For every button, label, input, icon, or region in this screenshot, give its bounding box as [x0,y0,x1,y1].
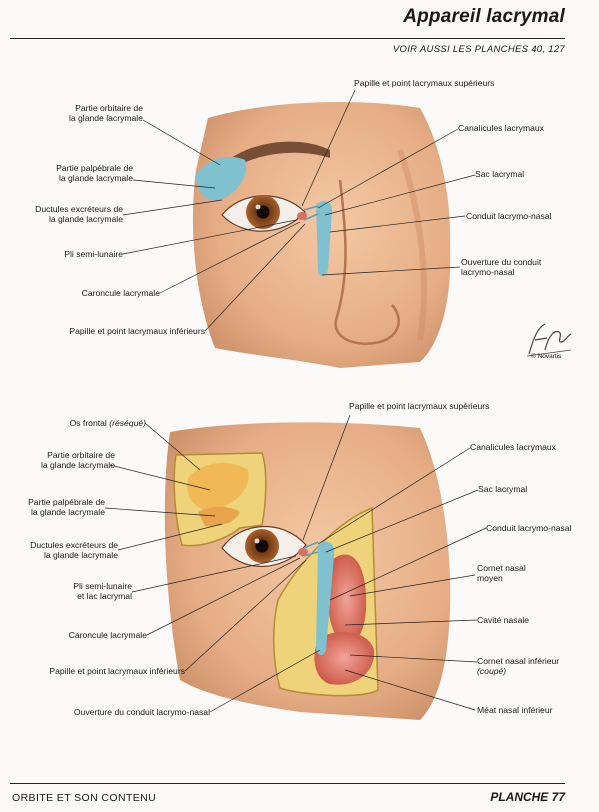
label-bot-caroncule: Caroncule lacrymale [68,630,147,640]
label-line: la glande lacrymale [30,507,105,518]
label-line: Partie palpébrale de [56,163,133,173]
label-bot-papille-inf: Papille et point lacrymaux inférieurs [49,666,185,676]
label-bot-meat: Méat nasal inférieur [477,705,553,715]
label-bot-conduit: Conduit lacrymo-nasal [486,523,572,533]
top-lacrimal-gland [196,156,247,201]
label-line: Ductules excréteurs de [30,540,118,550]
label-bot-canalicules: Canalicules lacrymaux [470,442,556,452]
label-line: Ouverture du conduit [461,257,542,267]
top-caruncle [297,212,307,220]
label-line: Partie palpébrale de [28,497,105,507]
label-top-conduit: Conduit lacrymo-nasal [466,211,552,221]
bottom-inferior-concha [314,631,375,685]
bottom-nasolacrimal-duct [316,541,335,656]
label-line: Cornet nasal inférieur [477,656,560,666]
copyright-note: © Novartis [531,353,562,360]
bottom-leader-lines [104,414,487,713]
label-line: Partie orbitaire de [75,103,143,113]
label-top-canalicules: Canalicules lacrymaux [458,123,544,133]
label-bot-os-frontal: Os frontal (réséqué) [70,418,146,428]
label-line: Ductules excréteurs de [35,204,123,214]
label-note: (coupé) [477,666,507,677]
artist-signature [526,323,572,357]
bottom-lacrimal-gland-palpebral [198,506,240,527]
label-line: Partie orbitaire de [47,450,115,460]
page-title: Appareil lacrymal [403,6,565,27]
label-bot-papille-sup: Papille et point lacrymaux supérieurs [349,401,490,411]
see-also-note: VOIR AUSSI LES PLANCHES 40, 127 [392,44,565,55]
top-lacrimal-sac [316,200,332,276]
bottom-middle-concha [327,554,367,644]
label-line: lacrymo-nasal [461,267,515,278]
footer-section: ORBITE ET SON CONTENU [12,792,157,804]
label-bot-ouverture: Ouverture du conduit lacrymo-nasal [73,707,210,717]
label-line: la glande lacrymale [48,214,123,225]
label-line: la glande lacrymale [40,460,115,471]
label-top-sac: Sac lacrymal [475,169,525,179]
label-line: et lac lacrymal [77,591,132,602]
bottom-caruncle [298,548,308,556]
label-bot-cornet-inf: Cornet nasal inférieur(coupé) [477,656,559,677]
label-line: la glande lacrymale [68,113,143,124]
top-nose [334,179,400,345]
label-line: la glande lacrymale [58,173,133,184]
label-note: (réséqué) [109,418,146,428]
top-leader-lines [122,89,476,332]
label-top-papille-sup: Papille et point lacrymaux supérieurs [354,78,495,88]
footer-rule [10,783,565,784]
bottom-lacrimal-gland-orbital [187,463,249,511]
label-text: Os frontal [69,418,107,428]
label-top-papille-inf: Papille et point lacrymaux inférieurs [69,326,205,336]
label-bot-sac: Sac lacrymal [478,484,528,494]
label-bot-cavite: Cavité nasale [477,615,530,625]
label-line: Pli semi-lunaire [73,581,132,591]
label-top-caroncule: Caroncule lacrymale [81,288,160,298]
top-eyebrow [222,141,330,172]
footer-plate: PLANCHE 77 [490,790,565,804]
header-rule [10,38,565,39]
top-face-illustration [192,102,451,368]
label-line: Cornet nasal [477,563,526,573]
label-line: la glande lacrymale [43,550,118,561]
bottom-face-illustration [164,422,451,720]
label-top-pli: Pli semi-lunaire [64,249,123,259]
label-line: moyen [477,573,503,584]
